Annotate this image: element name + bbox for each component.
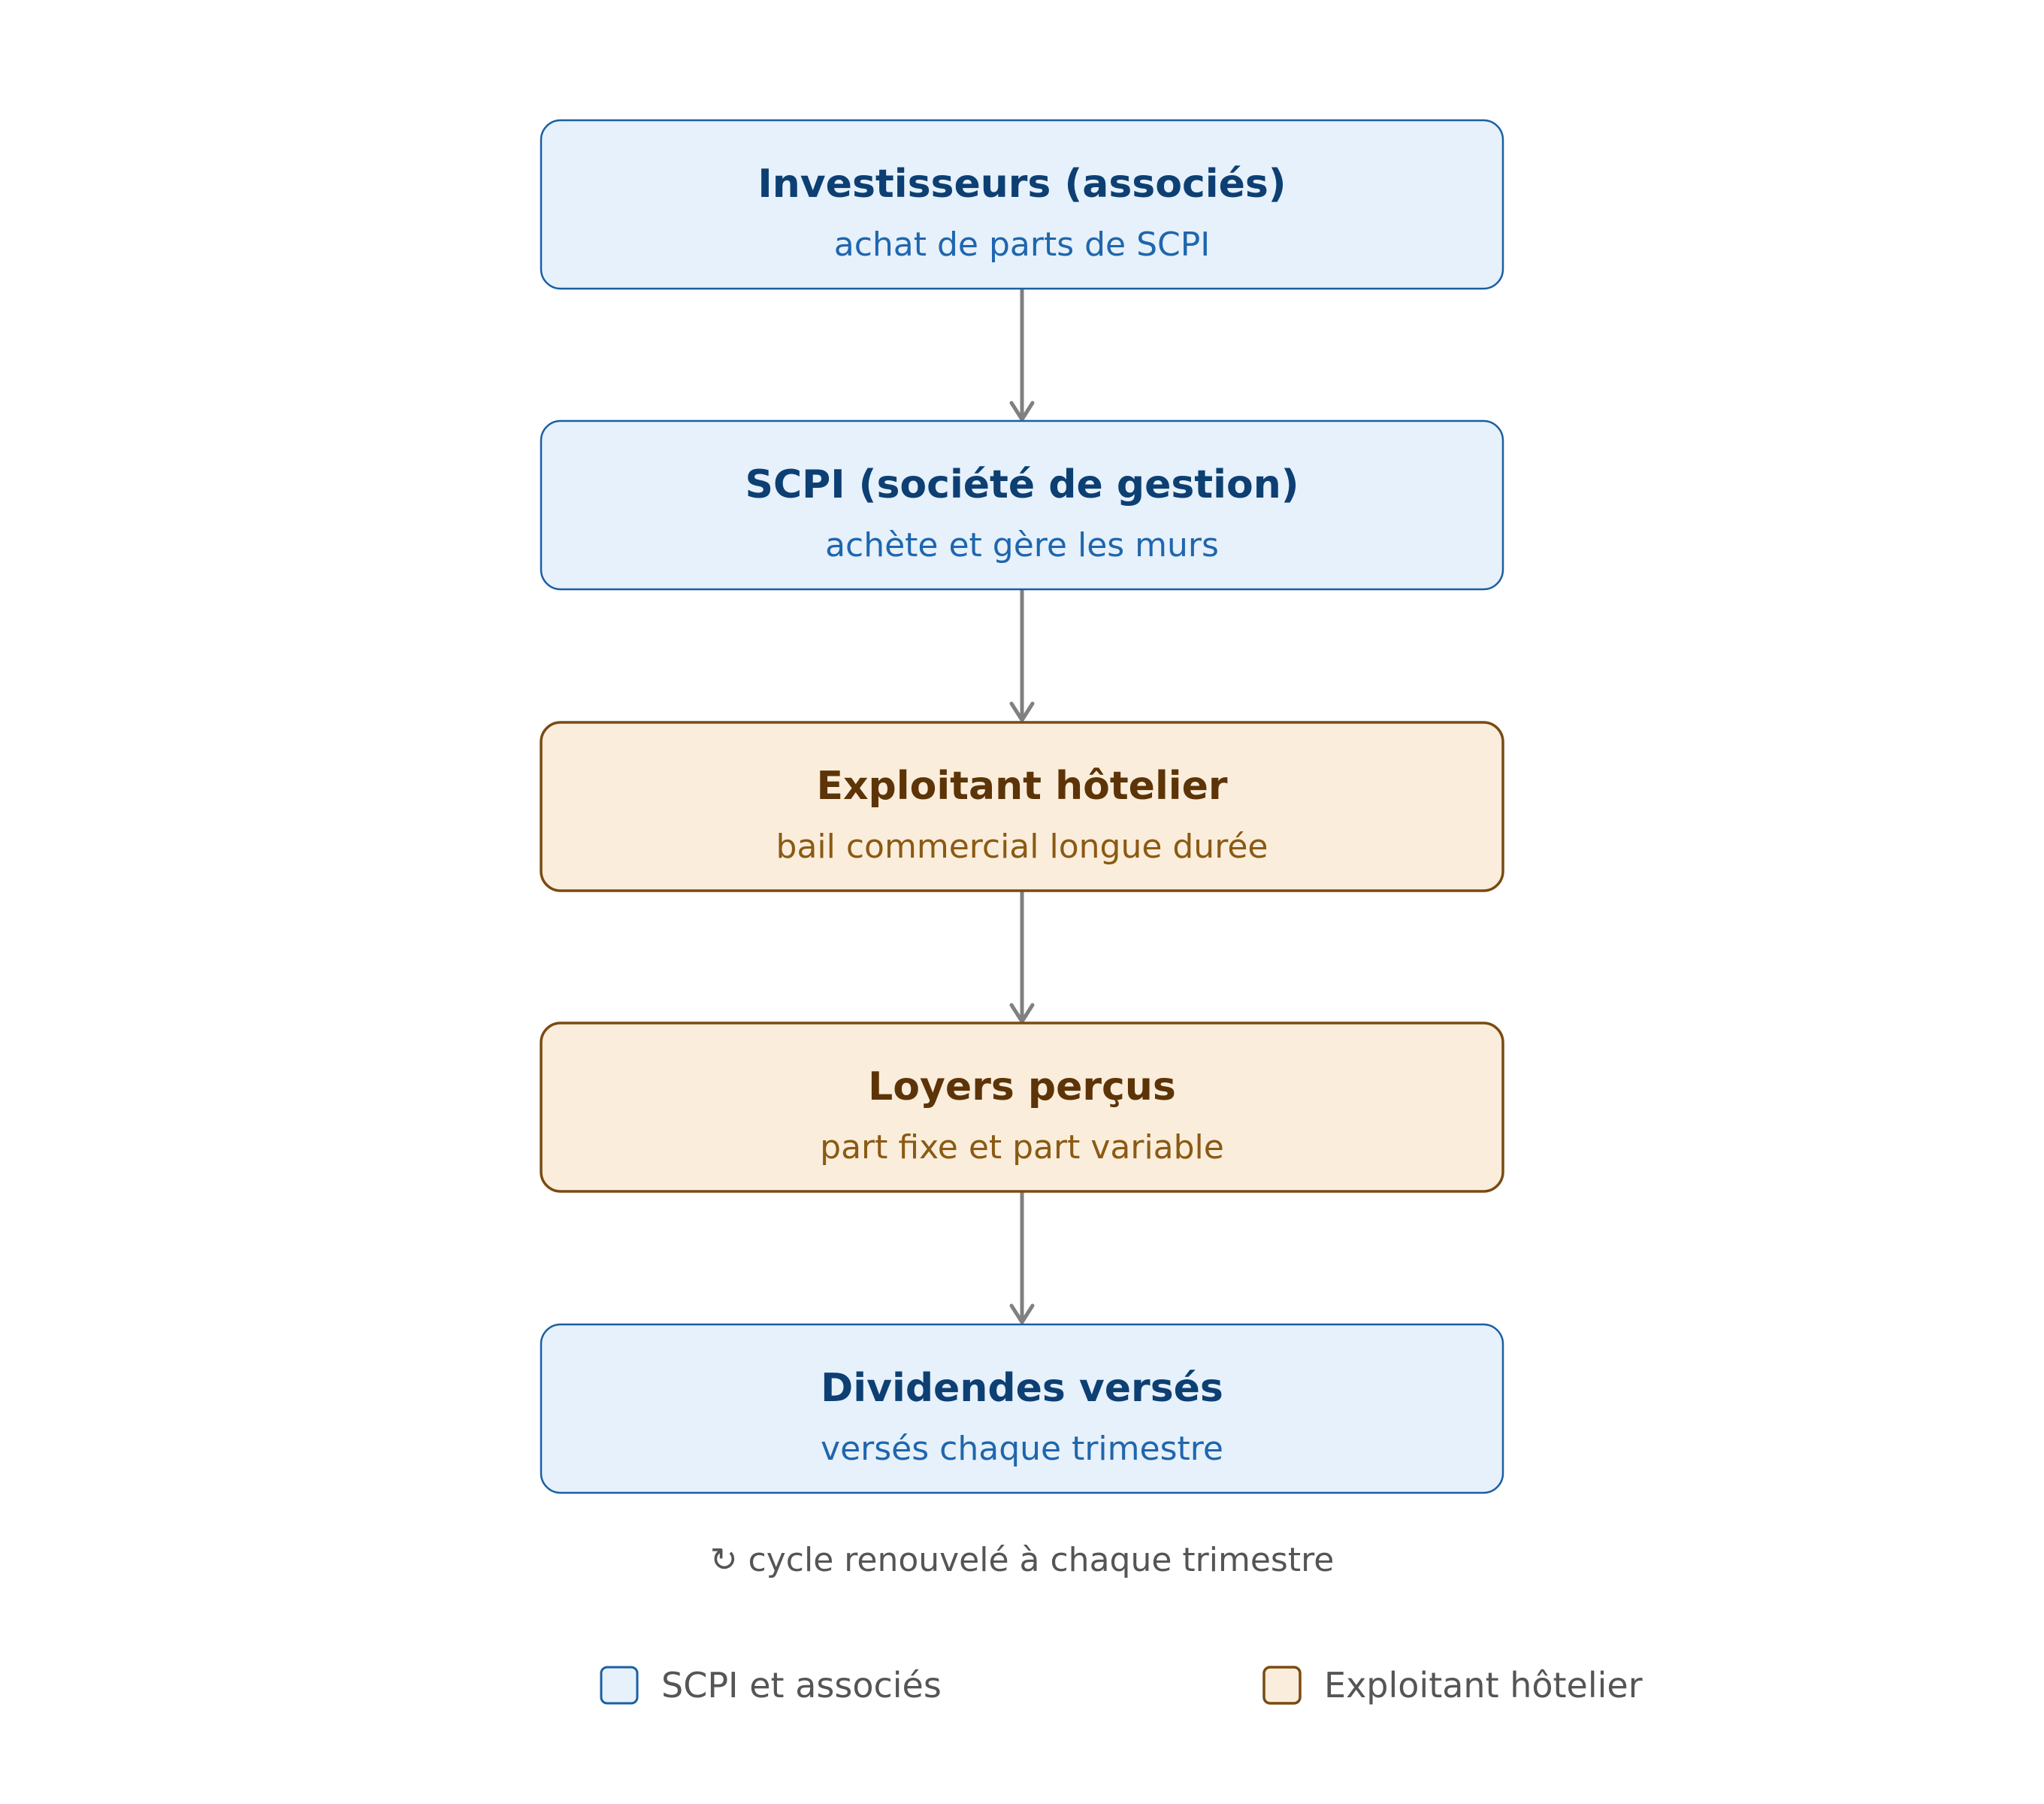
legend: SCPI et associés Exploitant hôtelier [600, 1665, 1643, 1706]
node-dividendes: Dividendes versés versés chaque trimestr… [540, 1323, 1504, 1494]
legend-item-exploitant: Exploitant hôtelier [1262, 1665, 1643, 1706]
legend-swatch [1262, 1666, 1302, 1705]
node-title: SCPI (société de gestion) [745, 462, 1299, 507]
node-investisseurs: Investisseurs (associés) achat de parts … [540, 119, 1504, 290]
node-title: Loyers perçus [868, 1064, 1176, 1109]
node-box [540, 119, 1504, 290]
arrow-1 [1009, 289, 1035, 422]
legend-label: SCPI et associés [661, 1665, 942, 1706]
node-subtitle: versés chaque trimestre [821, 1430, 1223, 1468]
node-subtitle: achète et gère les murs [825, 526, 1219, 565]
node-exploitant: Exploitant hôtelier bail commercial long… [540, 721, 1504, 892]
node-box [540, 721, 1504, 892]
node-title: Exploitant hôtelier [816, 764, 1227, 809]
node-box [540, 419, 1504, 591]
node-title: Dividendes versés [821, 1366, 1223, 1411]
node-loyers: Loyers perçus part fixe et part variable [540, 1022, 1504, 1193]
legend-item-scpi: SCPI et associés [600, 1665, 942, 1706]
arrow-2 [1009, 589, 1035, 722]
node-subtitle: part fixe et part variable [820, 1128, 1224, 1167]
legend-swatch [600, 1666, 639, 1705]
node-title: Investisseurs (associés) [757, 162, 1286, 207]
node-scpi: SCPI (société de gestion) achète et gère… [540, 419, 1504, 591]
node-box [540, 1323, 1504, 1494]
node-subtitle: bail commercial longue durée [776, 828, 1268, 866]
arrow-3 [1009, 891, 1035, 1024]
arrow-4 [1009, 1191, 1035, 1324]
legend-label: Exploitant hôtelier [1324, 1665, 1643, 1706]
node-box [540, 1022, 1504, 1193]
arrows [1009, 289, 1035, 1324]
cycle-note: ↻ cycle renouvelé à chaque trimestre [710, 1541, 1335, 1579]
node-subtitle: achat de parts de SCPI [834, 226, 1211, 264]
